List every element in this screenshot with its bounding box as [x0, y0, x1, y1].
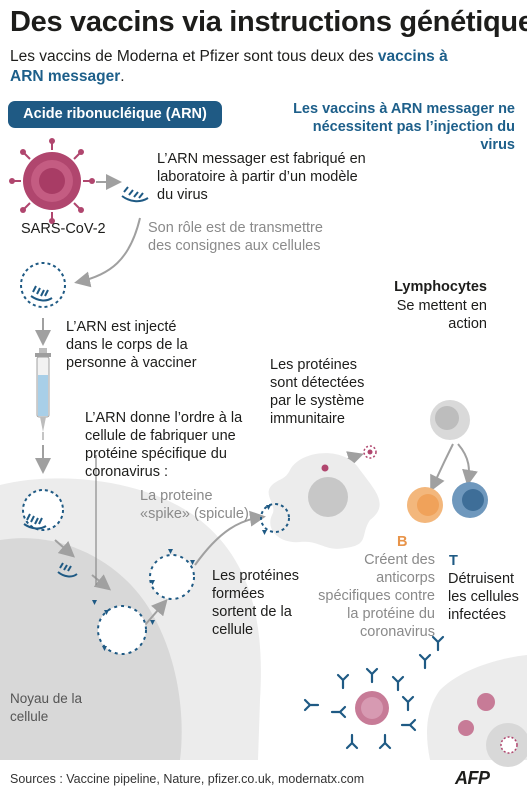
- syringe-icon: [35, 348, 51, 440]
- immune-cell-icon: [260, 453, 380, 549]
- section-badge: Acide ribonucléique (ARN): [8, 101, 222, 128]
- label-spike: La proteine «spike» (spicule): [140, 488, 249, 522]
- lymphocyte-icon: [430, 400, 470, 440]
- subtitle-suffix: .: [120, 68, 125, 85]
- label-b-text: Créent des anticorps spécifiques contre …: [318, 552, 435, 640]
- label-lymphocytes-action: Se mettent en action: [396, 298, 487, 332]
- arrow-to-t: [457, 443, 478, 486]
- afp-logo: AFP: [455, 768, 490, 788]
- subtitle-highlight: vaccins à ARN messager: [10, 48, 448, 85]
- infected-cell: [427, 655, 527, 767]
- spike-exit-circle-icon: [149, 549, 195, 600]
- label-arn-fabrique: L’ARN messager est fabriqué en laboratoi…: [157, 151, 366, 203]
- arrow-mrna-to-capsule: [74, 217, 141, 288]
- label-b-letter: B: [397, 534, 408, 550]
- antigen-icon: [363, 445, 377, 459]
- label-sortent: Les protéines formées sortent de la cell…: [212, 568, 300, 638]
- arrow-to-b: [430, 443, 454, 492]
- arrow-to-immune: [194, 510, 266, 566]
- page-title: Des vaccins via instructions génétiques: [10, 6, 527, 38]
- label-noyau: Noyau de la cellule: [10, 691, 83, 724]
- page-subtitle: Les vaccins de Moderna et Pfizer sont to…: [10, 47, 480, 87]
- label-t-text: Détruisent les cellules infectées: [448, 571, 519, 623]
- lymphocyte-b-icon: [407, 487, 443, 523]
- antibodies-icon: [303, 635, 445, 750]
- label-injecte: L’ARN est injecté dans le corps de la pe…: [66, 319, 197, 371]
- arrow-to-exit: [144, 598, 168, 626]
- label-lymphocytes: Lymphocytes: [394, 279, 487, 295]
- lipid-capsule-icon: [20, 262, 66, 308]
- viruses-small-icon: [355, 691, 495, 736]
- capsule-at-cell-icon: [22, 489, 78, 578]
- arrow-to-ribosome: [91, 574, 112, 591]
- mrna-strand-icon: [121, 186, 149, 203]
- arrow-entry: [54, 539, 75, 558]
- lymphocyte-t-icon: [452, 482, 488, 518]
- label-ordre: L’ARN donne l’ordre à la cellule de fabr…: [85, 410, 243, 480]
- label-t-letter: T: [449, 553, 458, 569]
- callout-text: Les vaccins à ARN messager ne nécessiten…: [293, 101, 515, 153]
- sources: Sources : Vaccine pipeline, Nature, pfiz…: [10, 772, 365, 786]
- virus-icon: [9, 138, 95, 224]
- label-virus: SARS-CoV-2: [21, 221, 106, 237]
- label-detectees: Les protéines sont détectées par le syst…: [270, 357, 365, 427]
- label-son-role: Son rôle est de transmettre des consigne…: [148, 220, 323, 254]
- ribosome-circle-icon: [92, 600, 155, 655]
- subtitle-prefix: Les vaccins de Moderna et Pfizer sont to…: [10, 48, 378, 65]
